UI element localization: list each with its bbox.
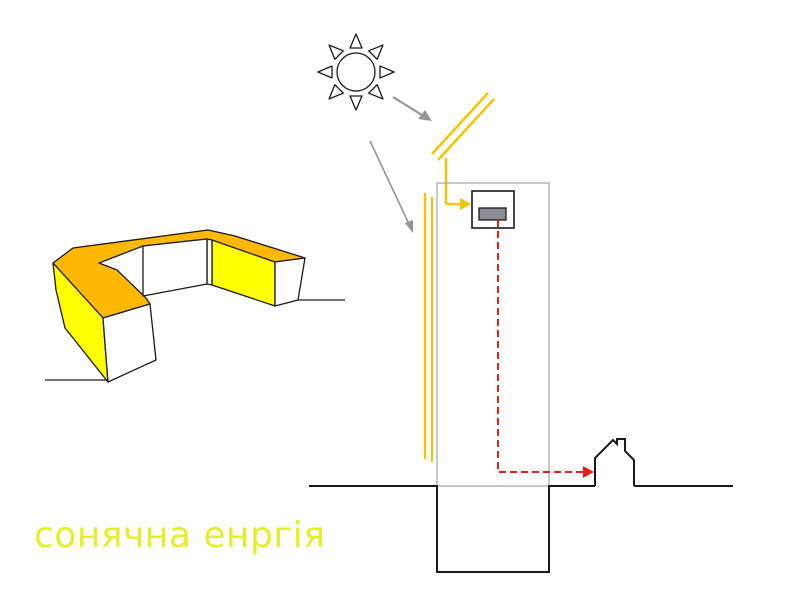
sun-ray xyxy=(349,33,363,49)
panel-to-device-arrow xyxy=(446,198,471,210)
sun-ray xyxy=(328,44,344,60)
sun-ray xyxy=(317,65,333,79)
sunlight-arrow-to-tower xyxy=(369,140,413,233)
diagram-caption: сонячна енргія xyxy=(34,515,326,556)
sun-ray xyxy=(368,44,384,60)
energy-flow-path xyxy=(497,220,594,478)
tower-frame xyxy=(436,182,550,487)
tower-yellow-lines xyxy=(423,193,434,462)
sunlight-arrow-to-panel xyxy=(392,96,432,121)
solar-panel xyxy=(431,92,495,204)
sun-ray xyxy=(379,65,395,79)
sun-ray xyxy=(368,84,384,100)
building-inner-back-face xyxy=(142,238,208,297)
ground-line xyxy=(309,485,733,573)
sun-icon xyxy=(317,33,395,111)
sun-ray xyxy=(349,95,363,111)
house-icon xyxy=(594,438,635,486)
u-shaped-building xyxy=(52,229,306,383)
building-left-end xyxy=(102,303,157,383)
storage-device xyxy=(471,190,515,229)
sun-ray xyxy=(328,84,344,100)
building-right-end xyxy=(274,257,306,307)
building-left-front-face xyxy=(52,262,109,383)
terrain-lines xyxy=(45,299,345,381)
building-inner-connector xyxy=(206,238,213,286)
